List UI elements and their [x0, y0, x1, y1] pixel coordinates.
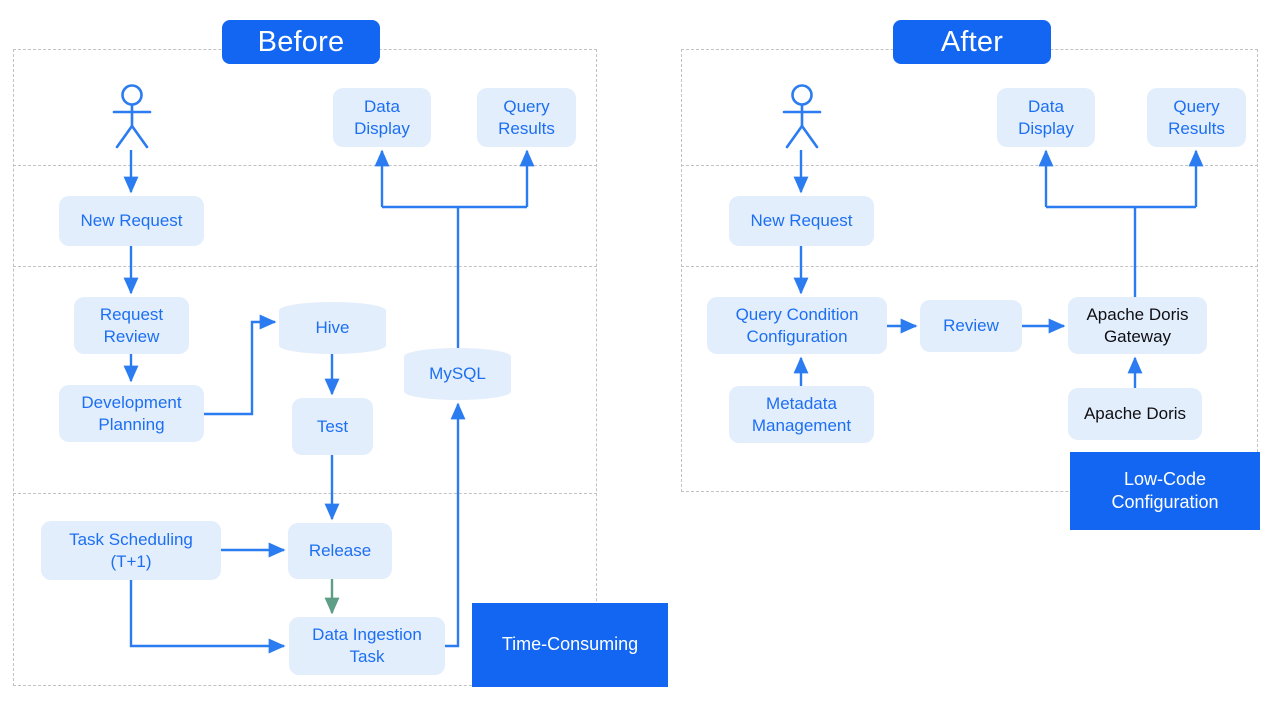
node-development-planning-before[interactable]: Development Planning [59, 385, 204, 442]
after-callout-low-code-configuration: Low-Code Configuration [1070, 452, 1260, 530]
before-callout-time-consuming: Time-Consuming [472, 603, 668, 687]
node-line-1: Data [364, 96, 400, 116]
node-test-before[interactable]: Test [292, 398, 373, 455]
node-line-1: Development [81, 392, 182, 412]
node-request-review-before[interactable]: Request Review [74, 297, 189, 354]
node-data-display-after[interactable]: Data Display [997, 88, 1095, 147]
node-hive-datastore[interactable]: Hive [279, 302, 386, 354]
node-line-2: Display [1018, 118, 1074, 138]
node-review-after[interactable]: Review [920, 300, 1022, 352]
after-swimlane-divider-2 [681, 266, 1258, 267]
cylinder-bottom-cap [279, 337, 386, 354]
node-line-1: Request [99, 304, 164, 324]
node-apache-doris-gateway[interactable]: Apache Doris Gateway [1068, 297, 1207, 354]
node-data-ingestion-task-before[interactable]: Data Ingestion Task [289, 617, 445, 675]
node-new-request-before[interactable]: New Request [59, 196, 204, 246]
node-mysql-datastore[interactable]: MySQL [404, 348, 511, 400]
user-actor-before [108, 84, 156, 150]
node-query-results-before[interactable]: Query Results [477, 88, 576, 147]
before-swimlane-divider-2 [13, 266, 597, 267]
node-metadata-management[interactable]: Metadata Management [729, 386, 874, 443]
node-line-1: Data Ingestion [312, 625, 422, 645]
node-query-results-after[interactable]: Query Results [1147, 88, 1246, 147]
cylinder-top-cap [279, 302, 386, 319]
node-line-1: Metadata [766, 393, 837, 413]
node-line-2: Configuration [746, 326, 848, 346]
node-query-condition-configuration[interactable]: Query Condition Configuration [707, 297, 887, 354]
node-line-1: Task Scheduling [69, 529, 193, 549]
node-line-2: Review [103, 326, 160, 346]
node-line-2: Task [349, 647, 385, 666]
node-task-scheduling-before[interactable]: Task Scheduling (T+1) [41, 521, 221, 580]
node-line-2: Gateway [1103, 326, 1172, 346]
node-line-2: (T+1) [110, 551, 152, 571]
node-release-before[interactable]: Release [288, 523, 392, 579]
before-title-badge: Before [222, 20, 380, 64]
after-title-badge: After [893, 20, 1051, 64]
node-label: Hive [315, 318, 350, 337]
node-line-2: Results [1168, 118, 1225, 138]
node-line-2: Management [751, 415, 852, 435]
cylinder-bottom-cap [404, 383, 511, 400]
before-swimlane-divider-1 [13, 165, 597, 166]
node-apache-doris[interactable]: Apache Doris [1068, 388, 1202, 440]
cylinder-top-cap [404, 348, 511, 365]
node-line-1: Query [503, 96, 550, 116]
node-label: MySQL [429, 364, 486, 383]
node-data-display-before[interactable]: Data Display [333, 88, 431, 147]
node-line-1: Data [1028, 96, 1064, 116]
after-swimlane-divider-1 [681, 165, 1258, 166]
node-line-1: Query [1173, 96, 1220, 116]
node-new-request-after[interactable]: New Request [729, 196, 874, 246]
node-line-1: Apache Doris [1086, 304, 1189, 324]
before-swimlane-divider-3 [13, 493, 597, 494]
user-actor-after [778, 84, 826, 150]
node-line-2: Planning [98, 414, 165, 434]
callout-line-1: Low-Code [1123, 468, 1207, 489]
node-line-1: Query Condition [735, 304, 859, 324]
node-line-2: Results [498, 118, 555, 138]
node-line-2: Display [354, 118, 410, 138]
callout-line-2: Configuration [1111, 492, 1219, 512]
